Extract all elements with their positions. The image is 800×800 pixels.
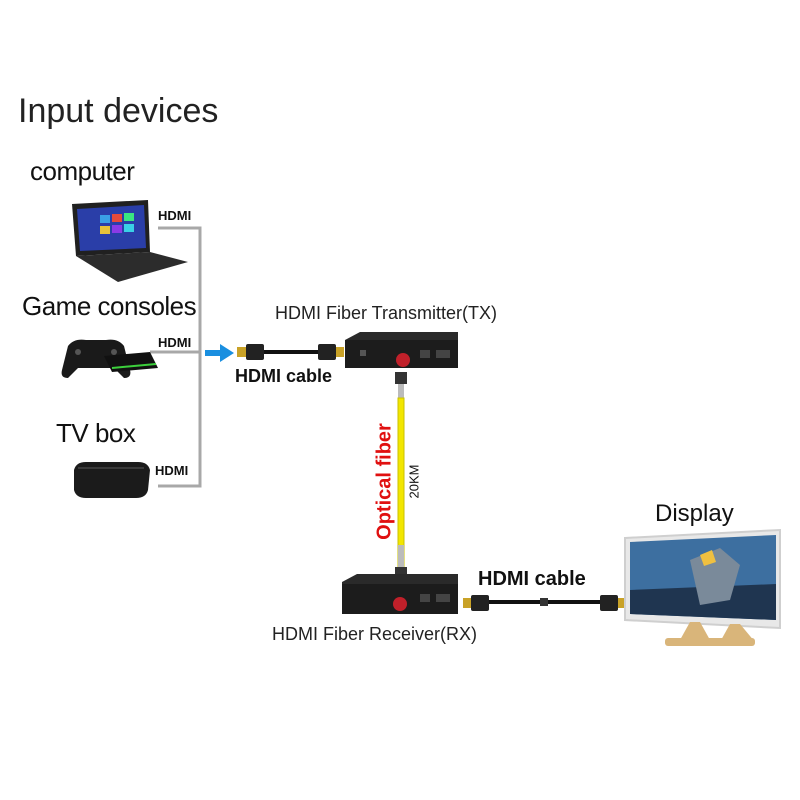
display-monitor-icon — [624, 528, 781, 646]
port-label-tv-box: HDMI — [155, 463, 189, 478]
fiber-distance-label: 20KM — [406, 464, 422, 499]
input-bracket — [150, 226, 202, 488]
receiver-device-icon — [342, 574, 458, 614]
arrow-icon — [205, 344, 234, 362]
tv-box-icon — [74, 462, 150, 498]
device-label-game-consoles: Game consoles — [22, 291, 197, 321]
laptop-icon — [72, 200, 188, 282]
device-label-tv-box: TV box — [56, 418, 136, 448]
cable-in-label: HDMI cable — [235, 366, 333, 386]
optical-fiber-icon — [395, 372, 407, 579]
transmitter-device-icon — [345, 332, 458, 368]
page-title: Input devices — [18, 92, 219, 130]
hdmi-cable-in-icon — [237, 344, 344, 360]
port-label-game-consoles: HDMI — [158, 335, 192, 350]
display-label: Display — [655, 500, 734, 527]
receiver-label: HDMI Fiber Receiver(RX) — [272, 624, 478, 644]
game-console-icon — [61, 339, 158, 378]
device-label-computer: computer — [30, 156, 135, 186]
port-label-computer: HDMI — [158, 208, 192, 223]
cable-out-label: HDMI cable — [478, 568, 586, 590]
hdmi-cable-out-icon — [463, 595, 626, 611]
transmitter-label: HDMI Fiber Transmitter(TX) — [275, 303, 498, 323]
fiber-label: Optical fiber — [373, 423, 396, 540]
